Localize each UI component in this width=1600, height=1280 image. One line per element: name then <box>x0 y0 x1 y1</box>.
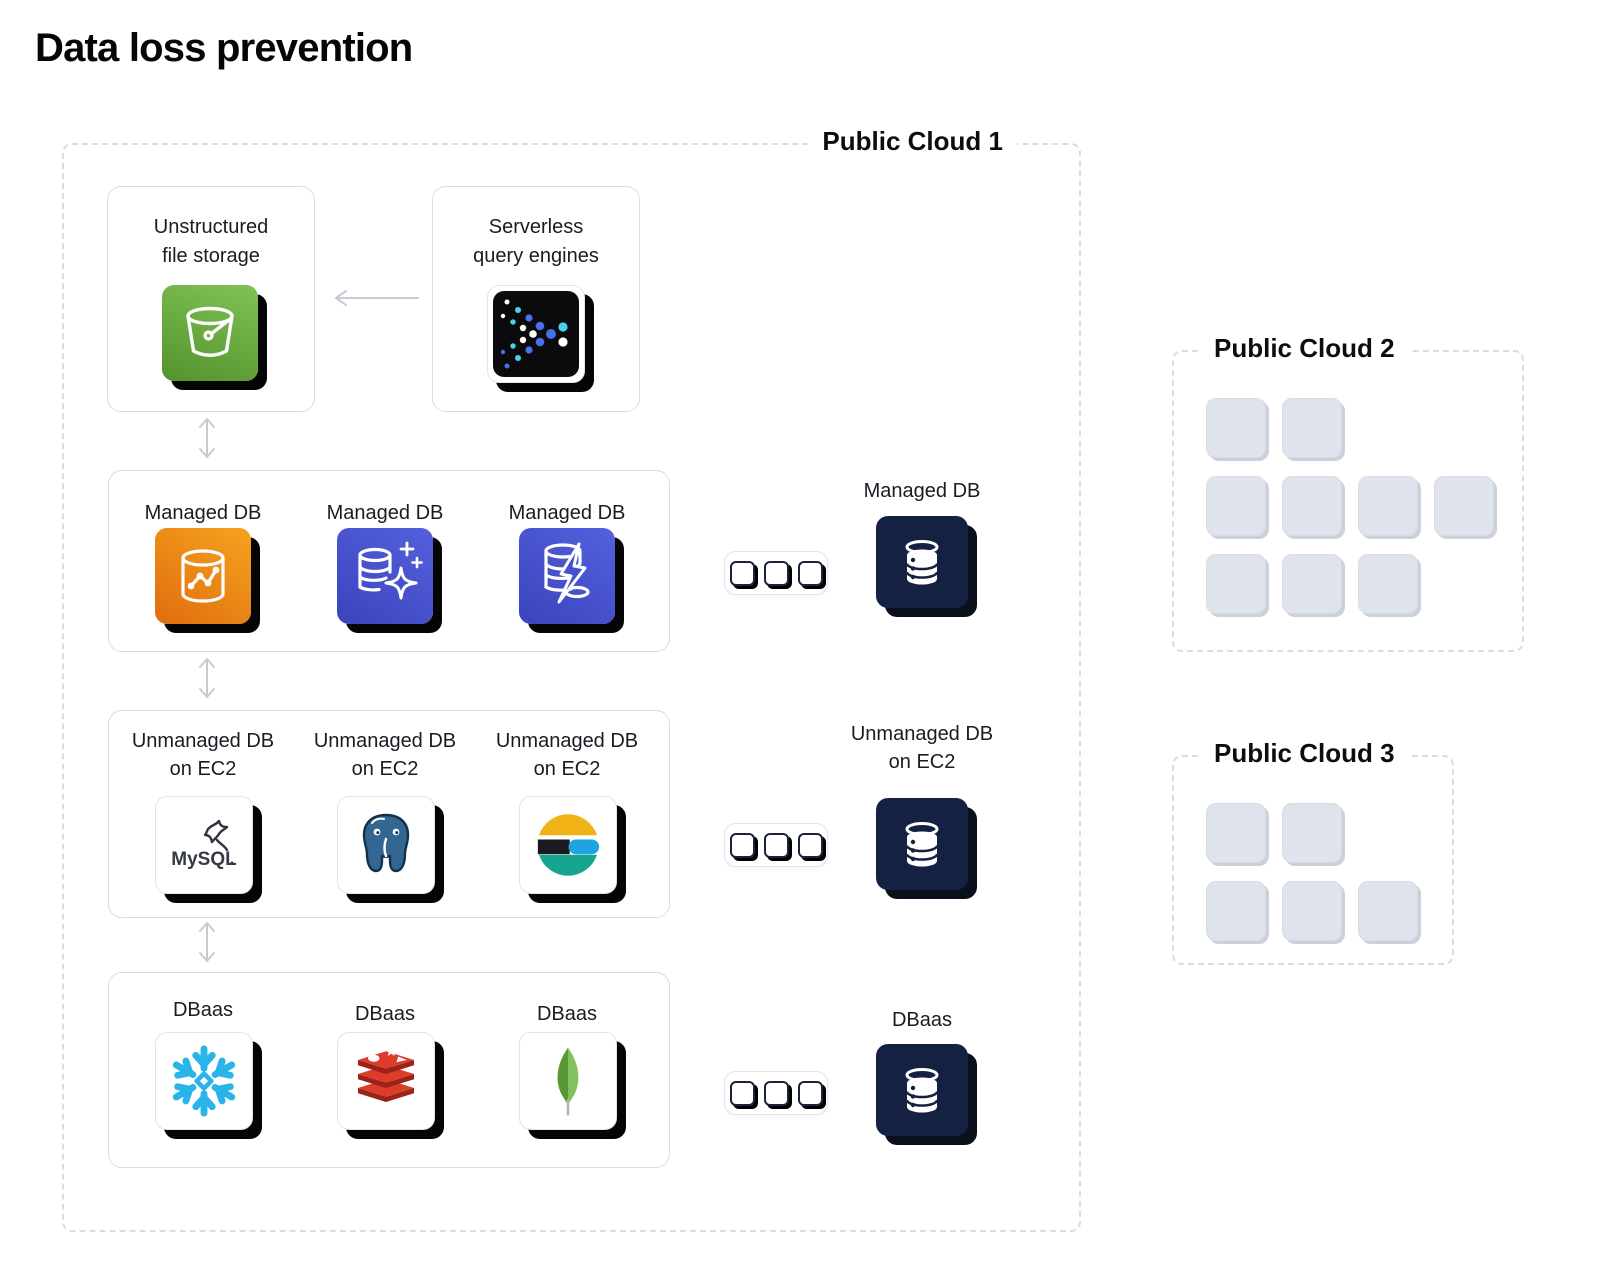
managed-db-label: Managed DB <box>508 502 626 524</box>
dbaas-label: DBaas <box>172 999 234 1021</box>
mini-square-icon <box>729 832 755 858</box>
placeholder-square <box>1282 881 1342 941</box>
public-cloud-2-label: Public Cloud 2 <box>1200 333 1409 364</box>
dbaas-label: DBaas <box>536 1003 598 1025</box>
placeholder-square <box>1206 881 1266 941</box>
mini-square-icon <box>797 1080 823 1106</box>
mini-square-icon <box>797 832 823 858</box>
mini-square-icon <box>763 1080 789 1106</box>
double-arrow-vertical-icon <box>199 658 215 698</box>
mysql-icon: MySQL <box>155 796 253 894</box>
more-items-indicator <box>724 1071 828 1115</box>
placeholder-square <box>1206 476 1266 536</box>
query-dots-icon <box>487 285 585 383</box>
arrow-left-icon <box>335 290 419 306</box>
elasticsearch-icon <box>519 796 617 894</box>
public-cloud-3-label: Public Cloud 3 <box>1200 738 1409 769</box>
dbaas-label: DBaas <box>354 1003 416 1025</box>
svg-text:MySQL: MySQL <box>171 849 237 870</box>
double-arrow-vertical-icon <box>199 418 215 458</box>
placeholder-square <box>1282 803 1342 863</box>
mini-square-icon <box>763 560 789 586</box>
unmanaged-db-label: Unmanaged DB on EC2 <box>131 730 275 780</box>
double-arrow-vertical-icon <box>199 922 215 962</box>
redis-icon <box>337 1032 435 1130</box>
more-items-indicator <box>724 551 828 595</box>
serverless-query-label: Serverless query engines <box>473 216 599 267</box>
managed-db-label: Managed DB <box>326 502 444 524</box>
placeholder-square <box>1206 803 1266 863</box>
unstructured-storage-label: Unstructured file storage <box>153 216 269 267</box>
dbaas-summary-label: DBaas <box>891 1009 953 1031</box>
placeholder-square <box>1434 476 1494 536</box>
unmanaged-db-label: Unmanaged DB on EC2 <box>495 730 639 780</box>
database-stack-icon <box>876 798 968 890</box>
mini-square-icon <box>729 560 755 586</box>
mini-square-icon <box>763 832 789 858</box>
query-dots-icon-bg <box>493 291 579 377</box>
s3-bucket-icon <box>162 285 258 381</box>
more-items-indicator <box>724 823 828 867</box>
page-title: Data loss prevention <box>35 26 413 70</box>
public-cloud-1-label: Public Cloud 1 <box>808 126 1017 157</box>
public-cloud-3-zone: Public Cloud 3 <box>1172 738 1454 965</box>
placeholder-square <box>1282 554 1342 614</box>
managed-db-label: Managed DB <box>144 502 262 524</box>
snowflake-icon <box>155 1032 253 1130</box>
placeholder-square <box>1358 476 1418 536</box>
postgresql-icon <box>337 796 435 894</box>
mini-square-icon <box>797 560 823 586</box>
database-stack-icon <box>876 516 968 608</box>
placeholder-square <box>1358 881 1418 941</box>
mini-square-icon <box>729 1080 755 1106</box>
unmanaged-db-summary-label: Unmanaged DB on EC2 <box>850 723 994 773</box>
placeholder-square <box>1206 554 1266 614</box>
placeholder-square <box>1282 476 1342 536</box>
managed-db-summary-label: Managed DB <box>863 480 981 502</box>
public-cloud-2-zone: Public Cloud 2 <box>1172 333 1524 652</box>
public-cloud-1-zone: Public Cloud 1 <box>62 126 1081 1232</box>
lightning-db-icon <box>519 528 615 624</box>
placeholder-square <box>1206 398 1266 458</box>
unmanaged-db-label: Unmanaged DB on EC2 <box>313 730 457 780</box>
timestream-db-icon <box>155 528 251 624</box>
database-stack-icon <box>876 1044 968 1136</box>
placeholder-square <box>1358 554 1418 614</box>
sparkle-db-icon <box>337 528 433 624</box>
mongodb-icon <box>519 1032 617 1130</box>
placeholder-square <box>1282 398 1342 458</box>
